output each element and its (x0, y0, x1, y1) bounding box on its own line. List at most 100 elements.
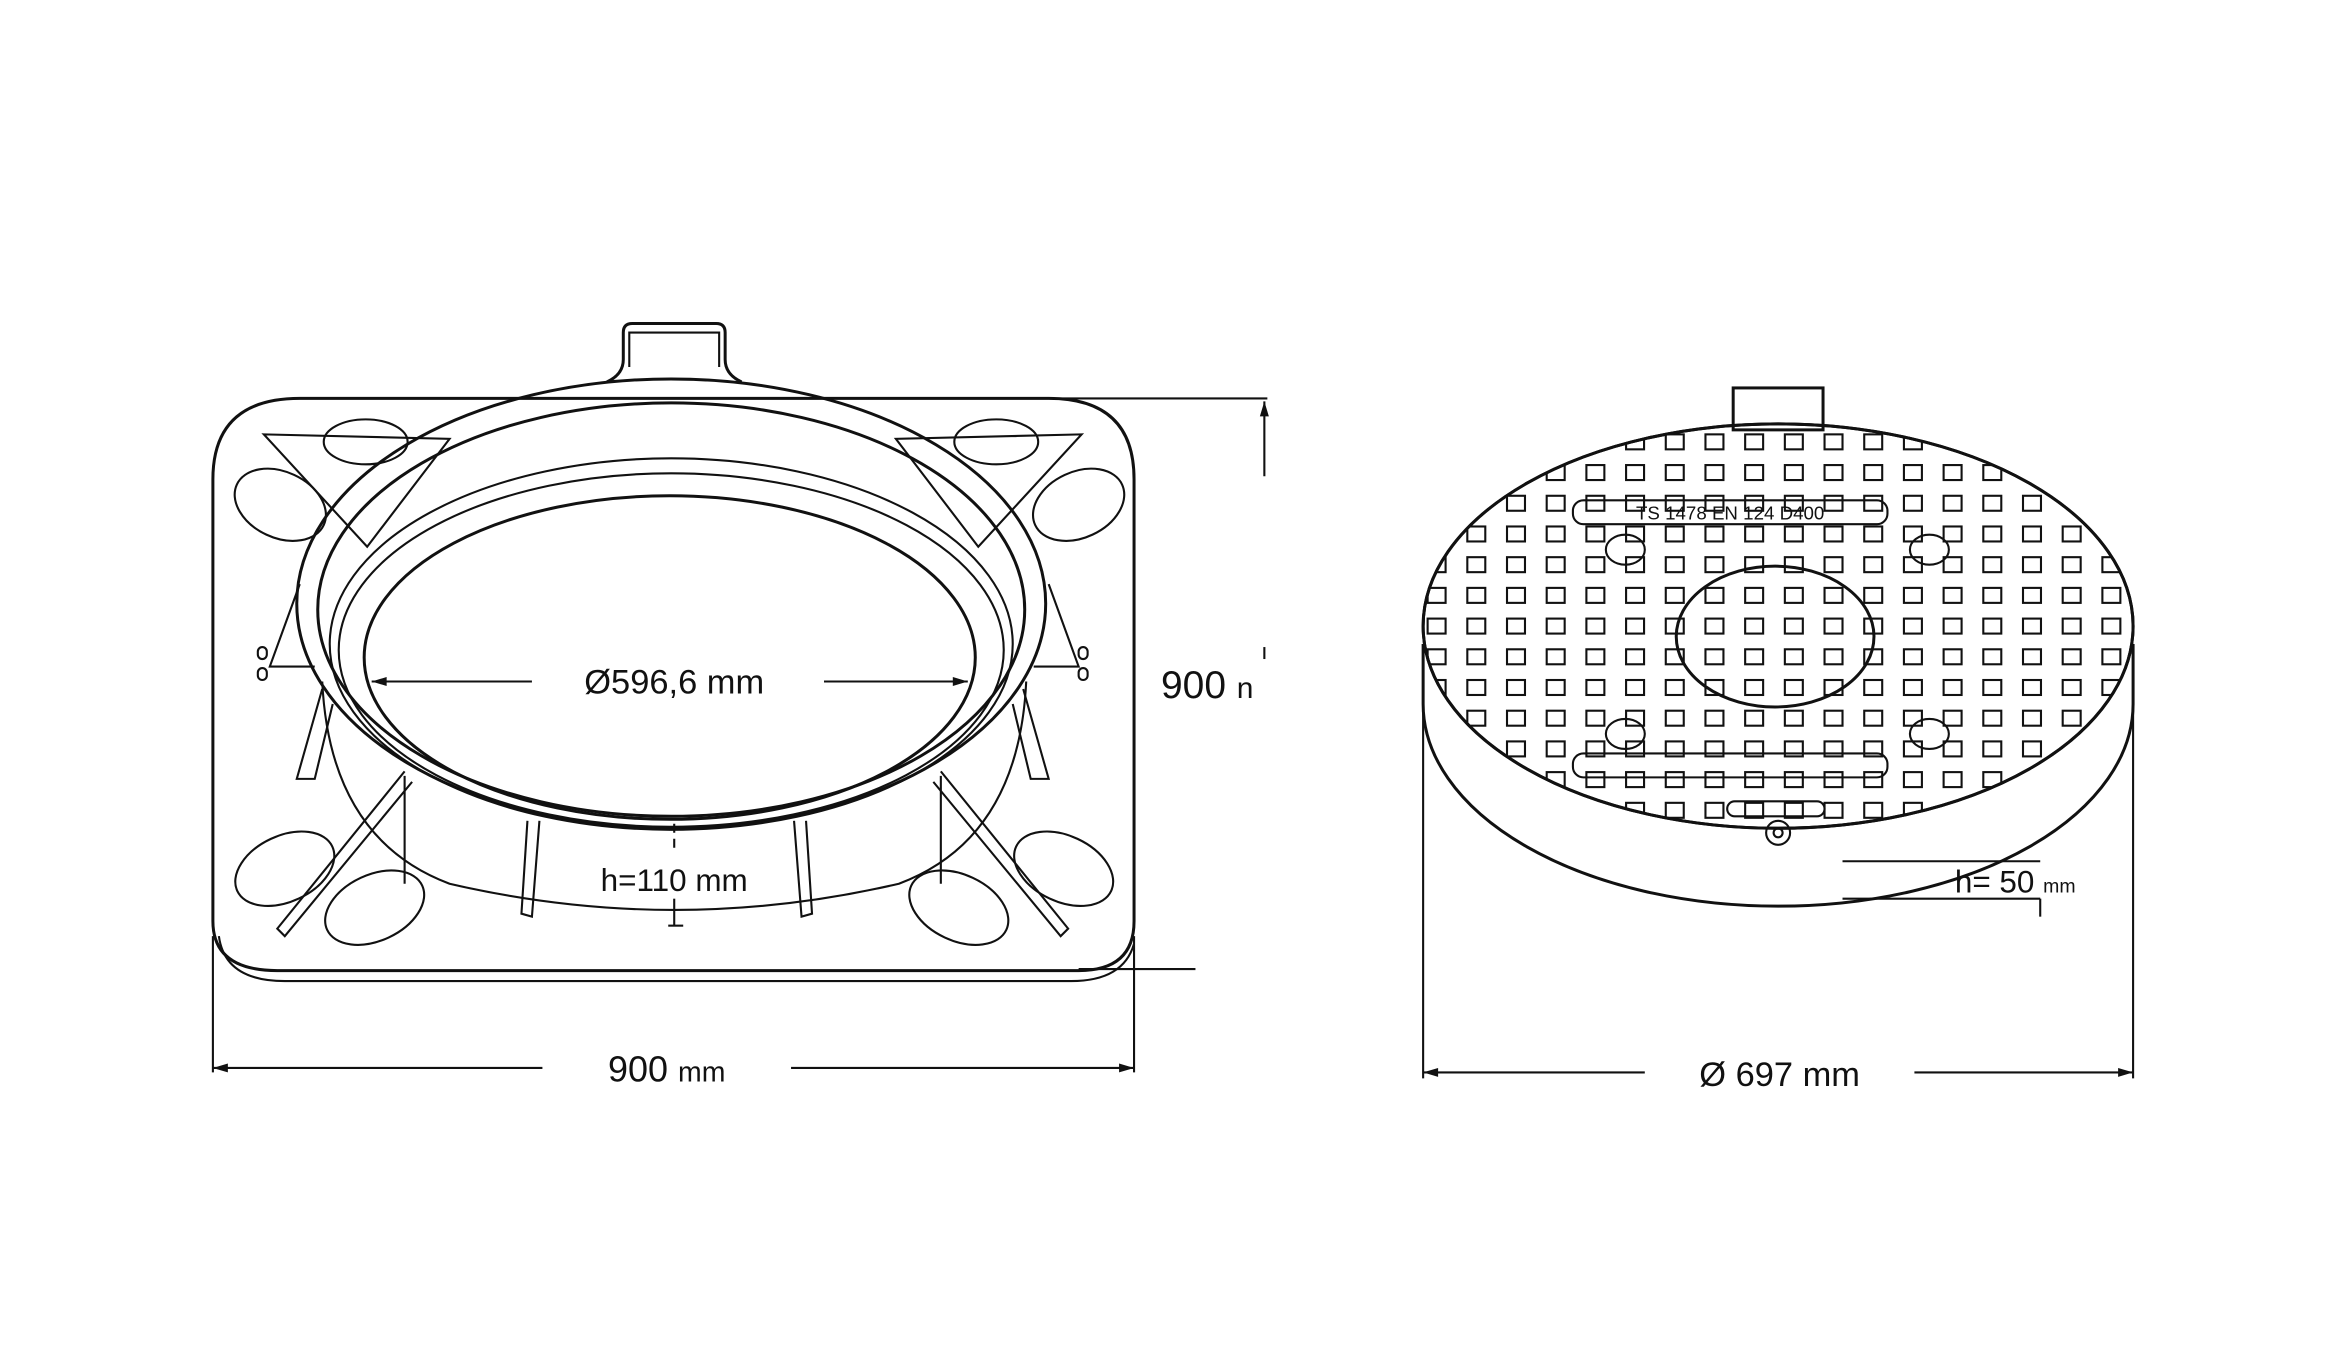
cover-grip-square (1863, 740, 1884, 758)
cover-grip-square (1625, 617, 1646, 635)
cover-grip-square (1704, 801, 1725, 819)
cover-grip-square (1744, 494, 1765, 512)
cover-grip-square (1783, 525, 1804, 543)
cover-center-opening (1674, 564, 1876, 709)
cover-grip-square (1585, 617, 1606, 635)
cover-grip-square (1664, 801, 1685, 819)
cover-grip-square (1823, 801, 1844, 819)
cover-top-face (1421, 422, 2135, 830)
frame-height-label: h=110 mm (601, 863, 748, 898)
cover-grip-square (1545, 709, 1566, 727)
cover-grip-square (1942, 556, 1963, 574)
cover-grip-square (1982, 617, 2003, 635)
cover-grip-square (1545, 617, 1566, 635)
cover-grip-square (1902, 678, 1923, 697)
cover-grip-square (1744, 525, 1765, 543)
cover-grip-square (2061, 586, 2082, 604)
cover-height-dimension: h= 50 mm (1842, 860, 2076, 917)
cover-grip-square (1466, 648, 1487, 666)
cover-grip-square (1783, 433, 1804, 451)
cover-grip-square (1744, 648, 1765, 666)
cover-grip-square (1664, 464, 1685, 482)
frame-width-value: 900 (608, 1048, 668, 1089)
cover-grip-square (1902, 464, 1923, 482)
cover-grip-square (1863, 464, 1884, 482)
cover-grip-square (2021, 525, 2043, 543)
cover-grip-square (1585, 525, 1606, 543)
cover-grip-square (2061, 525, 2082, 543)
cover-grip-square (1664, 678, 1685, 697)
cover-grip-square (1744, 709, 1765, 727)
cover-lifting-tab (1731, 386, 1825, 432)
cover-grip-square (1744, 586, 1765, 604)
cover-grip-square (1902, 617, 1923, 635)
frame-depth-value: 900 (1161, 664, 1226, 707)
frame-depth-text: 900 n (1161, 664, 1253, 707)
cover-grip-square (1823, 771, 1844, 789)
cover-grip-square (1823, 648, 1844, 666)
cover-grip-square (1902, 709, 1923, 727)
frame-height-dimension: h=110 mm (601, 823, 748, 927)
cover-grip-square (1982, 586, 2003, 604)
cover-grip-square (1704, 586, 1725, 604)
cover-grip-square (1982, 556, 2003, 574)
cover-grip-square (1783, 709, 1804, 727)
cover-grip-square (1625, 494, 1646, 512)
cover-grip-square (1704, 648, 1725, 666)
cover-grip-square (1744, 678, 1765, 697)
cover-grip-square (1704, 771, 1725, 789)
cover-grip-square (2021, 740, 2043, 758)
cover-grip-square (2021, 586, 2043, 604)
frame-depth-unit: n (1237, 672, 1254, 705)
cover-grip-square (1744, 464, 1765, 482)
cover-grip-square (2021, 617, 2043, 635)
cover-grip-square (1664, 709, 1685, 727)
cover-grip-square (1505, 740, 1527, 758)
cover-anti-slip-pattern (1426, 433, 2122, 819)
inner-diameter-dimension: Ø596,6 mm (371, 663, 968, 701)
cover-grip-square (1426, 648, 1447, 666)
cover-grip-square (1466, 617, 1487, 635)
cover-side-wall (1421, 644, 2135, 908)
cover-grip-square (1704, 433, 1725, 451)
cover-grip-square (1823, 556, 1844, 574)
cover-grip-square (1505, 586, 1527, 604)
cover-grip-square (1942, 494, 1963, 512)
cover-grip-square (1942, 586, 1963, 604)
frame-ribs (256, 433, 1089, 938)
cover-grip-square (2021, 709, 2043, 727)
cover-plaque-text: TS 1478 EN 124 D400 (1636, 503, 1824, 524)
cover-grip-square (1625, 771, 1646, 789)
cover-grip-square (1783, 771, 1804, 789)
cover-grip-square (1783, 586, 1804, 604)
cover-grip-square (1545, 556, 1566, 574)
cover-grip-square (1942, 740, 1963, 758)
cover-text-plaque (1571, 499, 1889, 526)
cover-grip-square (2021, 678, 2043, 697)
cover-grip-square (1664, 586, 1685, 604)
cover-grip-square (1744, 771, 1765, 789)
cover-grip-square (1704, 494, 1725, 512)
cover-grip-square (2061, 678, 2082, 697)
cover-height-value: h= 50 (1955, 865, 2035, 900)
cover-grip-square (1545, 648, 1566, 666)
cover-grip-square (1625, 464, 1646, 482)
cover-grip-square (1585, 648, 1606, 666)
cover-grip-square (1783, 648, 1804, 666)
cover-grip-square (1664, 556, 1685, 574)
cover-grip-square (1863, 709, 1884, 727)
frame-width-text: 900 mm (608, 1048, 725, 1089)
cover-grip-square (1466, 678, 1487, 697)
cover-grip-square (1585, 678, 1606, 697)
cover-grip-square (1505, 709, 1527, 727)
cover-grip-square (1902, 494, 1923, 512)
cover-grip-square (1664, 648, 1685, 666)
cover-grip-square (2061, 617, 2082, 635)
frame-base-plate (211, 396, 1136, 973)
cover-grip-square (1783, 556, 1804, 574)
cover-grip-square (1664, 525, 1685, 543)
cover-grip-square (1704, 556, 1725, 574)
cover-grip-square (1744, 801, 1765, 819)
cover-grip-square (2061, 556, 2082, 574)
cover-grip-square (1982, 771, 2003, 789)
